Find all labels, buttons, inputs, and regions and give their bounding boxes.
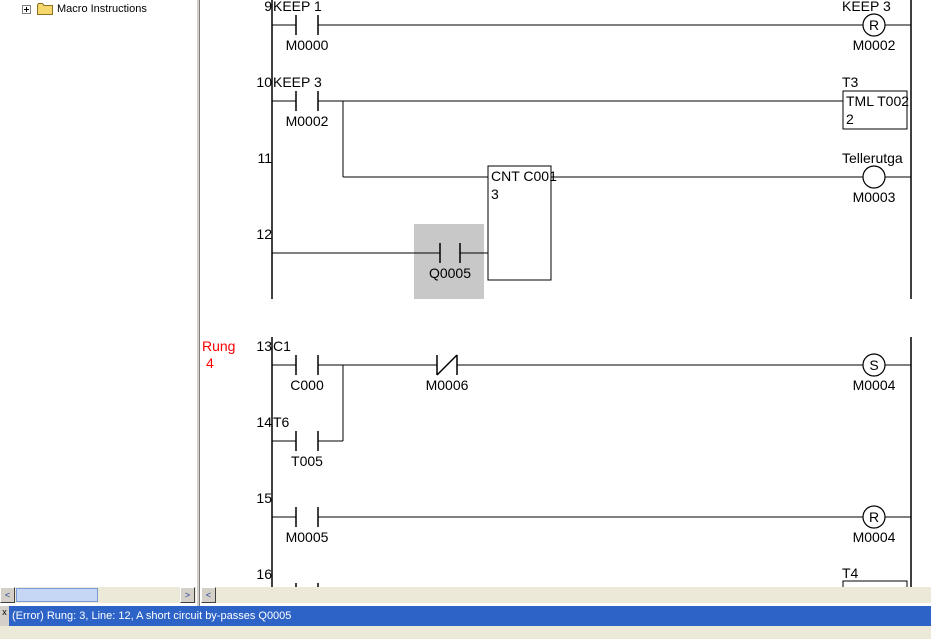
contact-comment: C1 [273, 338, 291, 354]
contact-address: Q0005 [429, 265, 471, 281]
line-number: 11 [257, 150, 272, 166]
coil-address: M0003 [853, 189, 896, 205]
contact-m0005[interactable] [295, 507, 319, 527]
ladder-editor[interactable]: R S R 9 10 11 12 13 14 15 16 Rung 4 KEEP… [201, 0, 931, 587]
contact-line16[interactable] [295, 583, 319, 587]
coil-set-m0004[interactable] [862, 353, 886, 377]
contact-address: M0000 [286, 37, 329, 53]
coil-comment: Tellerutga [842, 150, 903, 166]
contact-comment: T6 [273, 414, 290, 430]
coil-address: M0004 [853, 529, 896, 545]
box-comment: T4 [842, 565, 859, 581]
line-number: 14 [256, 414, 272, 430]
close-output-icon[interactable]: x [0, 606, 9, 626]
box-t4[interactable] [842, 580, 908, 587]
box-line1: CNT C001 [491, 168, 557, 184]
coil-address: M0002 [853, 37, 896, 53]
line-number: 12 [256, 226, 272, 242]
contact-m0006-nc[interactable] [436, 354, 458, 376]
panel-splitter[interactable] [196, 0, 200, 606]
scroll-left-button[interactable]: < [0, 587, 15, 603]
power-rails [271, 0, 912, 587]
tree-item-label: Macro Instructions [57, 3, 147, 15]
tree-item-macro-instructions[interactable]: Macro Instructions [22, 1, 147, 17]
box-line1: TML T002 [846, 93, 909, 109]
bottom-panel [0, 626, 931, 639]
output-status-bar[interactable]: x (Error) Rung: 3, Line: 12, A short cir… [0, 606, 931, 626]
coil-symbol-r-2: R [869, 509, 879, 525]
box-line2: 3 [491, 186, 499, 202]
line-number: 10 [256, 74, 272, 90]
expand-plus-icon[interactable] [22, 4, 31, 14]
contact-comment: KEEP 3 [273, 74, 322, 90]
coil-symbol-r-1: R [869, 17, 879, 33]
error-message[interactable]: (Error) Rung: 3, Line: 12, A short circu… [12, 610, 292, 622]
scroll-right-button[interactable]: > [180, 587, 195, 603]
line-number: 16 [256, 566, 272, 582]
ladder-wires [272, 24, 911, 518]
contact-address: C000 [290, 377, 324, 393]
ladder-horizontal-scrollbar[interactable]: < [201, 587, 931, 603]
contact-t005[interactable] [295, 431, 319, 451]
coil-m0003[interactable] [862, 165, 886, 189]
line-number: 15 [256, 490, 272, 506]
contact-comment: KEEP 1 [273, 0, 322, 14]
coil-comment: KEEP 3 [842, 0, 891, 14]
selection-highlight [414, 224, 484, 299]
project-tree-panel[interactable]: Macro Instructions [0, 0, 196, 587]
contact-address: T005 [291, 453, 323, 469]
contact-c000[interactable] [295, 355, 319, 375]
coil-symbol-s: S [869, 357, 878, 373]
box-comment: T3 [842, 74, 859, 90]
box-tml[interactable] [842, 90, 908, 130]
contact-q0005[interactable] [439, 243, 461, 263]
rung-number: 4 [206, 355, 214, 371]
ladder-diagram[interactable]: R S R 9 10 11 12 13 14 15 16 Rung 4 KEEP… [201, 0, 931, 587]
coil-reset-m0002[interactable] [862, 13, 886, 37]
line-number: 13 [256, 338, 272, 354]
coil-reset-m0004[interactable] [862, 505, 886, 529]
rung-label: Rung [202, 338, 235, 354]
box-line2: 2 [846, 111, 854, 127]
contact-m0002[interactable] [295, 91, 319, 111]
coil-address: M0004 [853, 377, 896, 393]
scroll-thumb[interactable] [16, 588, 98, 602]
tree-horizontal-scrollbar[interactable]: < > [0, 587, 196, 603]
contact-address: M0005 [286, 529, 329, 545]
ladder-scroll-left-button[interactable]: < [201, 587, 216, 603]
folder-icon [37, 3, 53, 15]
contact-address: M0002 [286, 113, 329, 129]
contact-address: M0006 [426, 377, 469, 393]
box-cnt[interactable] [487, 165, 552, 281]
contact-m0000[interactable] [295, 15, 319, 35]
line-number: 9 [264, 0, 272, 14]
